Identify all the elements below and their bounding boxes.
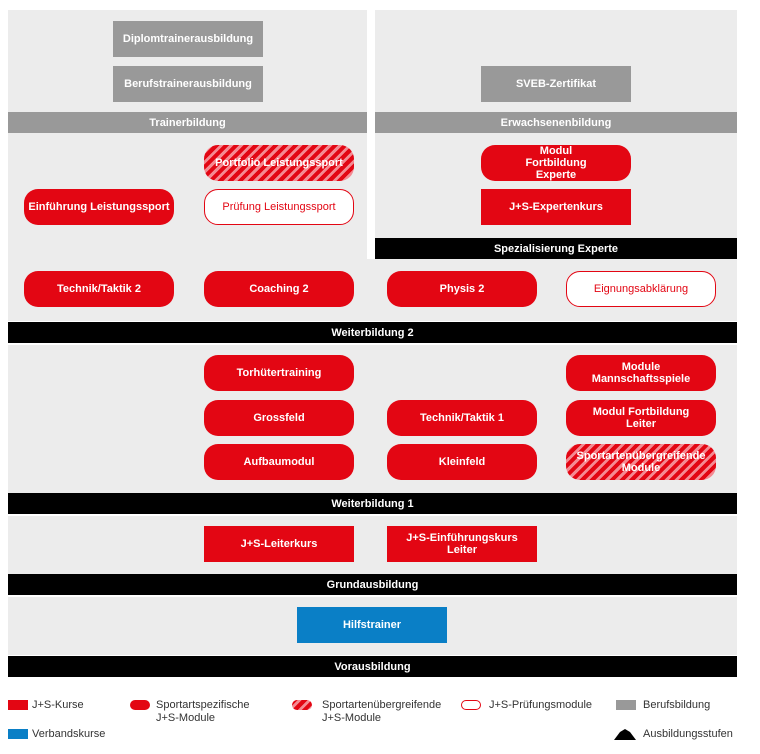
box-coaching-2: Coaching 2 xyxy=(204,271,354,307)
legend-swatch-verbandskurse xyxy=(8,729,28,739)
legend-swatch-berufsbildung xyxy=(616,700,636,710)
legend-label-berufsbildung: Berufsbildung xyxy=(643,699,711,711)
level-weiterbildung2: Weiterbildung 2 xyxy=(8,322,737,343)
box-technik-taktik-1: Technik/Taktik 1 xyxy=(387,400,537,436)
box-module-mannschaftsspiele: Module Mannschaftsspiele xyxy=(566,355,716,391)
legend-label-sportartspezifische: Sportartspezifische J+S-Module xyxy=(156,699,250,724)
legend-label-ausbildungsstufen: Ausbildungsstufen xyxy=(643,728,733,740)
legend-label-js-kurse: J+S-Kurse xyxy=(32,699,84,711)
box-hilfstrainer: Hilfstrainer xyxy=(297,607,447,643)
box-diplomtrainerausbildung: Diplomtrainerausbildung xyxy=(113,21,263,57)
legend-label-sportartenuebergreifende: Sportartenübergreifende J+S-Module xyxy=(322,699,442,724)
box-js-expertenkurs: J+S-Expertenkurs xyxy=(481,189,631,225)
level-vorausbildung: Vorausbildung xyxy=(8,656,737,677)
box-technik-taktik-2: Technik/Taktik 2 xyxy=(24,271,174,307)
box-modul-fortbildung-experte: Modul Fortbildung Experte xyxy=(481,145,631,181)
legend-swatch-ausbildungsstufen-icon xyxy=(614,729,636,740)
box-pruefung-leistungssport: Prüfung Leistungssport xyxy=(204,189,354,225)
level-trainerbildung: Trainerbildung xyxy=(8,112,367,133)
level-grundausbildung: Grundausbildung xyxy=(8,574,737,595)
box-aufbaumodul: Aufbaumodul xyxy=(204,444,354,480)
legend-swatch-sportartenuebergreifende xyxy=(292,700,312,710)
panel-grundausbildung xyxy=(8,516,737,574)
box-einfuehrung-leistungssport: Einführung Leistungssport xyxy=(24,189,174,225)
box-torhuetertraining: Torhütertraining xyxy=(204,355,354,391)
level-erwachsenenbildung: Erwachsenenbildung xyxy=(375,112,737,133)
level-spezialisierung-experte: Spezialisierung Experte xyxy=(375,238,737,259)
legend-swatch-js-kurse xyxy=(8,700,28,710)
box-modul-fortbildung-leiter: Modul Fortbildung Leiter xyxy=(566,400,716,436)
legend-label-js-pruefungsmodule: J+S-Prüfungsmodule xyxy=(489,699,593,711)
box-kleinfeld: Kleinfeld xyxy=(387,444,537,480)
legend-swatch-js-pruefungsmodule xyxy=(461,700,481,710)
box-js-einfuehrungskurs-leiter: J+S-Einführungskurs Leiter xyxy=(387,526,537,562)
box-portfolio-leistungssport: Portfolio Leistungssport xyxy=(204,145,354,181)
box-eignungsabklaerung: Eignungsabklärung xyxy=(566,271,716,307)
box-sportartenuebergreifende-module: Sportartenübergreifende Module xyxy=(566,444,716,480)
box-js-leiterkurs: J+S-Leiterkurs xyxy=(204,526,354,562)
legend-swatch-sportartspezifische xyxy=(130,700,150,710)
level-weiterbildung1: Weiterbildung 1 xyxy=(8,493,737,514)
box-physis-2: Physis 2 xyxy=(387,271,537,307)
box-grossfeld: Grossfeld xyxy=(204,400,354,436)
legend-label-verbandskurse: Verbandskurse xyxy=(32,728,106,740)
box-berufstrainerausbildung: Berufstrainerausbildung xyxy=(113,66,263,102)
panel-spezialisierung-gap xyxy=(367,133,375,259)
box-sveb-zertifikat: SVEB-Zertifikat xyxy=(481,66,631,102)
